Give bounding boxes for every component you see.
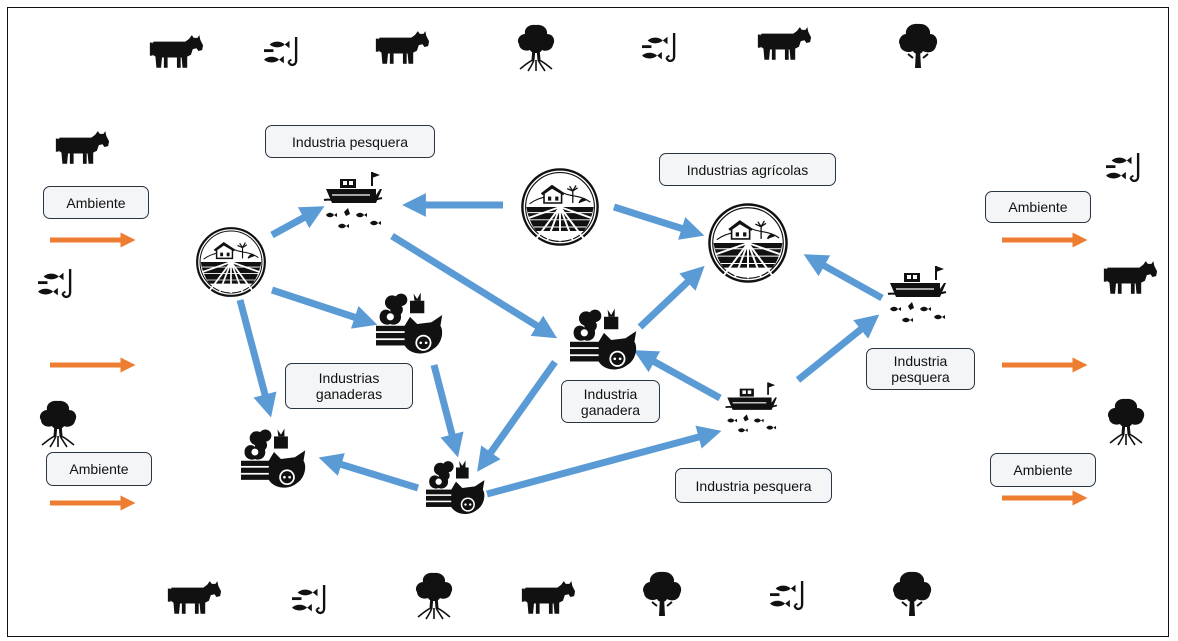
blue-arrow (612, 203, 705, 240)
tree-roots-icon (38, 399, 78, 448)
fish-hook-icon (290, 584, 326, 615)
tree-roots-icon (1106, 397, 1146, 446)
label-industria-pesquera-bottom: Industria pesquera (675, 468, 832, 503)
cow-icon (55, 131, 110, 164)
cow-icon (149, 35, 204, 68)
label-industria-pesquera-right: Industria pesquera (866, 348, 975, 390)
flow-arrows (236, 193, 884, 498)
diagram-frame (7, 7, 1169, 637)
tree-icon (892, 570, 933, 617)
fish-hook-icon (1104, 152, 1140, 183)
fish-hook-icon (36, 268, 72, 299)
blue-arrow (270, 286, 378, 329)
blue-arrow (430, 364, 464, 458)
fish-hook-icon (262, 36, 298, 67)
label-industria-ganadera: Industria ganadera (561, 380, 660, 423)
label-industrias-ganaderas: Industrias ganaderas (285, 363, 413, 409)
tree-icon (642, 570, 683, 617)
cow-icon (375, 31, 430, 64)
blue-arrow (236, 299, 277, 418)
cow-icon (521, 581, 576, 614)
fish-hook-icon (640, 32, 676, 63)
blue-arrow (270, 206, 325, 239)
label-ambiente-right-top: Ambiente (985, 191, 1091, 223)
livestock-icon (570, 308, 637, 370)
fishing-boat-icon (887, 265, 947, 324)
label-ambiente-right-bottom: Ambiente (990, 453, 1096, 487)
livestock-icon (241, 428, 306, 488)
label-industrias-agricolas: Industrias agrícolas (659, 153, 836, 186)
blue-arrow (795, 314, 880, 383)
fishing-boat-icon (323, 171, 383, 230)
cow-icon (167, 581, 222, 614)
tree-roots-icon (414, 571, 454, 620)
blue-arrow (637, 265, 705, 330)
fish-hook-icon (768, 580, 804, 611)
fishing-boat-icon (724, 381, 778, 434)
label-ambiente-left-bottom: Ambiente (46, 452, 152, 486)
livestock-icon (376, 292, 443, 354)
blue-arrow (486, 425, 722, 498)
label-industria-pesquera-top: Industria pesquera (265, 125, 435, 158)
label-ambiente-left-top: Ambiente (43, 186, 149, 219)
livestock-icon (426, 460, 485, 515)
blue-arrow (477, 359, 558, 472)
cow-icon (757, 27, 812, 60)
environment-arrows (50, 232, 1088, 511)
tree-roots-icon (516, 23, 556, 72)
blue-arrow (318, 453, 420, 492)
farm-logo-icon (521, 168, 599, 246)
farm-logo-icon (708, 203, 788, 283)
blue-arrow (390, 233, 558, 339)
cow-icon (1103, 261, 1158, 294)
tree-icon (898, 22, 939, 69)
blue-arrow (803, 254, 884, 302)
farm-logo-icon (196, 227, 266, 297)
blue-arrow (633, 350, 722, 402)
